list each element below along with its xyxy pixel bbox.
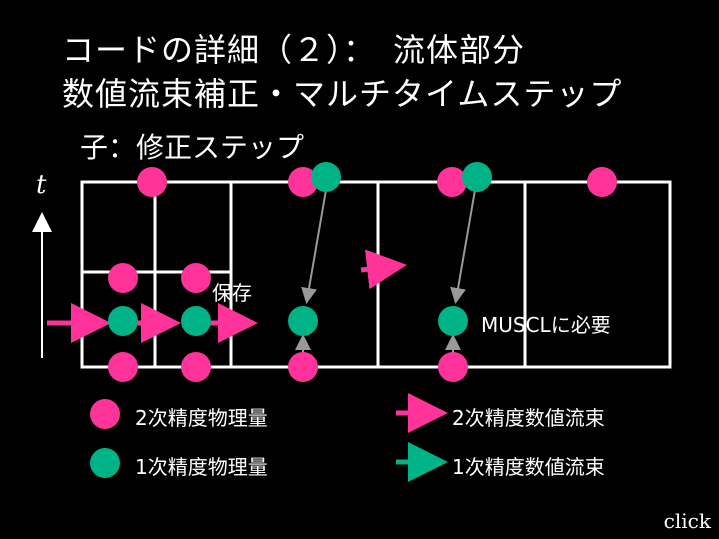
teal-dots	[108, 162, 492, 336]
legend-pink-dot	[90, 399, 120, 429]
time-axis-label: t	[36, 170, 47, 200]
legend-label-pink-dot: 2次精度物理量	[135, 406, 268, 430]
legend-label-pink-arrow: 2次精度数値流束	[452, 406, 605, 430]
note-muscl: MUSCLに必要	[481, 313, 611, 337]
title-line-1: コードの詳細（２）： 流体部分	[62, 31, 526, 69]
pink-arrows	[47, 249, 407, 343]
click-label[interactable]: click	[663, 509, 711, 533]
title-line-2: 数値流束補正・マルチタイムステップ	[62, 75, 623, 113]
grid	[80, 180, 672, 369]
subtitle: 子：修正ステップ	[80, 131, 305, 164]
legend-label-teal-dot: 1次精度物理量	[135, 455, 268, 479]
legend-label-teal-arrow: 1次精度数値流束	[452, 455, 605, 479]
legend-teal-dot	[90, 448, 120, 478]
note-save: 保存	[212, 281, 252, 305]
pink-dots	[108, 167, 617, 382]
